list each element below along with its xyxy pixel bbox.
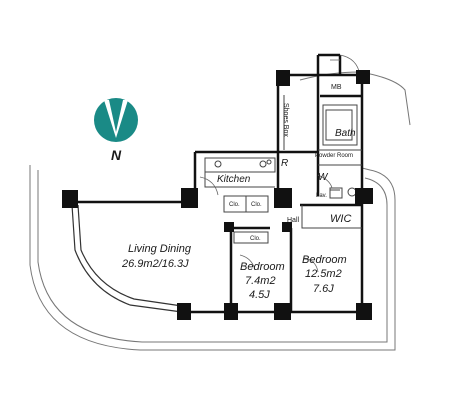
wic-label: WIC [330, 213, 351, 225]
washer-label: W [318, 172, 329, 183]
refrigerator-label: R [281, 158, 288, 169]
bedroom-a-label: Bedroom [240, 261, 285, 273]
shoes-box-label: Shoes Box [282, 103, 289, 137]
powder-room-label: Powder Room [315, 153, 353, 159]
balcony-outline [29, 71, 411, 351]
living-window [71, 204, 183, 313]
bedroom-a-tatami: 4.5J [249, 289, 270, 301]
living-dining-label: Living Dining [128, 243, 192, 255]
compass-icon: N [94, 98, 138, 163]
closet-label-2: Clo. [251, 202, 262, 208]
bedroom-b-label: Bedroom [302, 254, 347, 266]
interior-lines [204, 95, 362, 244]
hall-label: Hall [287, 217, 300, 224]
closet-label-3: Clo. [250, 236, 261, 242]
kitchen-label: Kitchen [217, 174, 251, 185]
closet-label-1: Clo. [229, 202, 240, 208]
bedroom-b-tatami: 7.6J [313, 283, 334, 295]
living-dining-size: 26.9m2/16.3J [121, 258, 189, 270]
bedroom-a-area: 7.4m2 [245, 275, 276, 287]
main-walls [72, 53, 365, 314]
compass-label: N [111, 147, 122, 163]
columns [62, 70, 373, 320]
lavatory-label: Lav. [316, 193, 327, 199]
mb-label: MB [331, 84, 342, 91]
bath-label: Bath [335, 128, 356, 139]
bedroom-b-area: 12.5m2 [305, 268, 342, 280]
